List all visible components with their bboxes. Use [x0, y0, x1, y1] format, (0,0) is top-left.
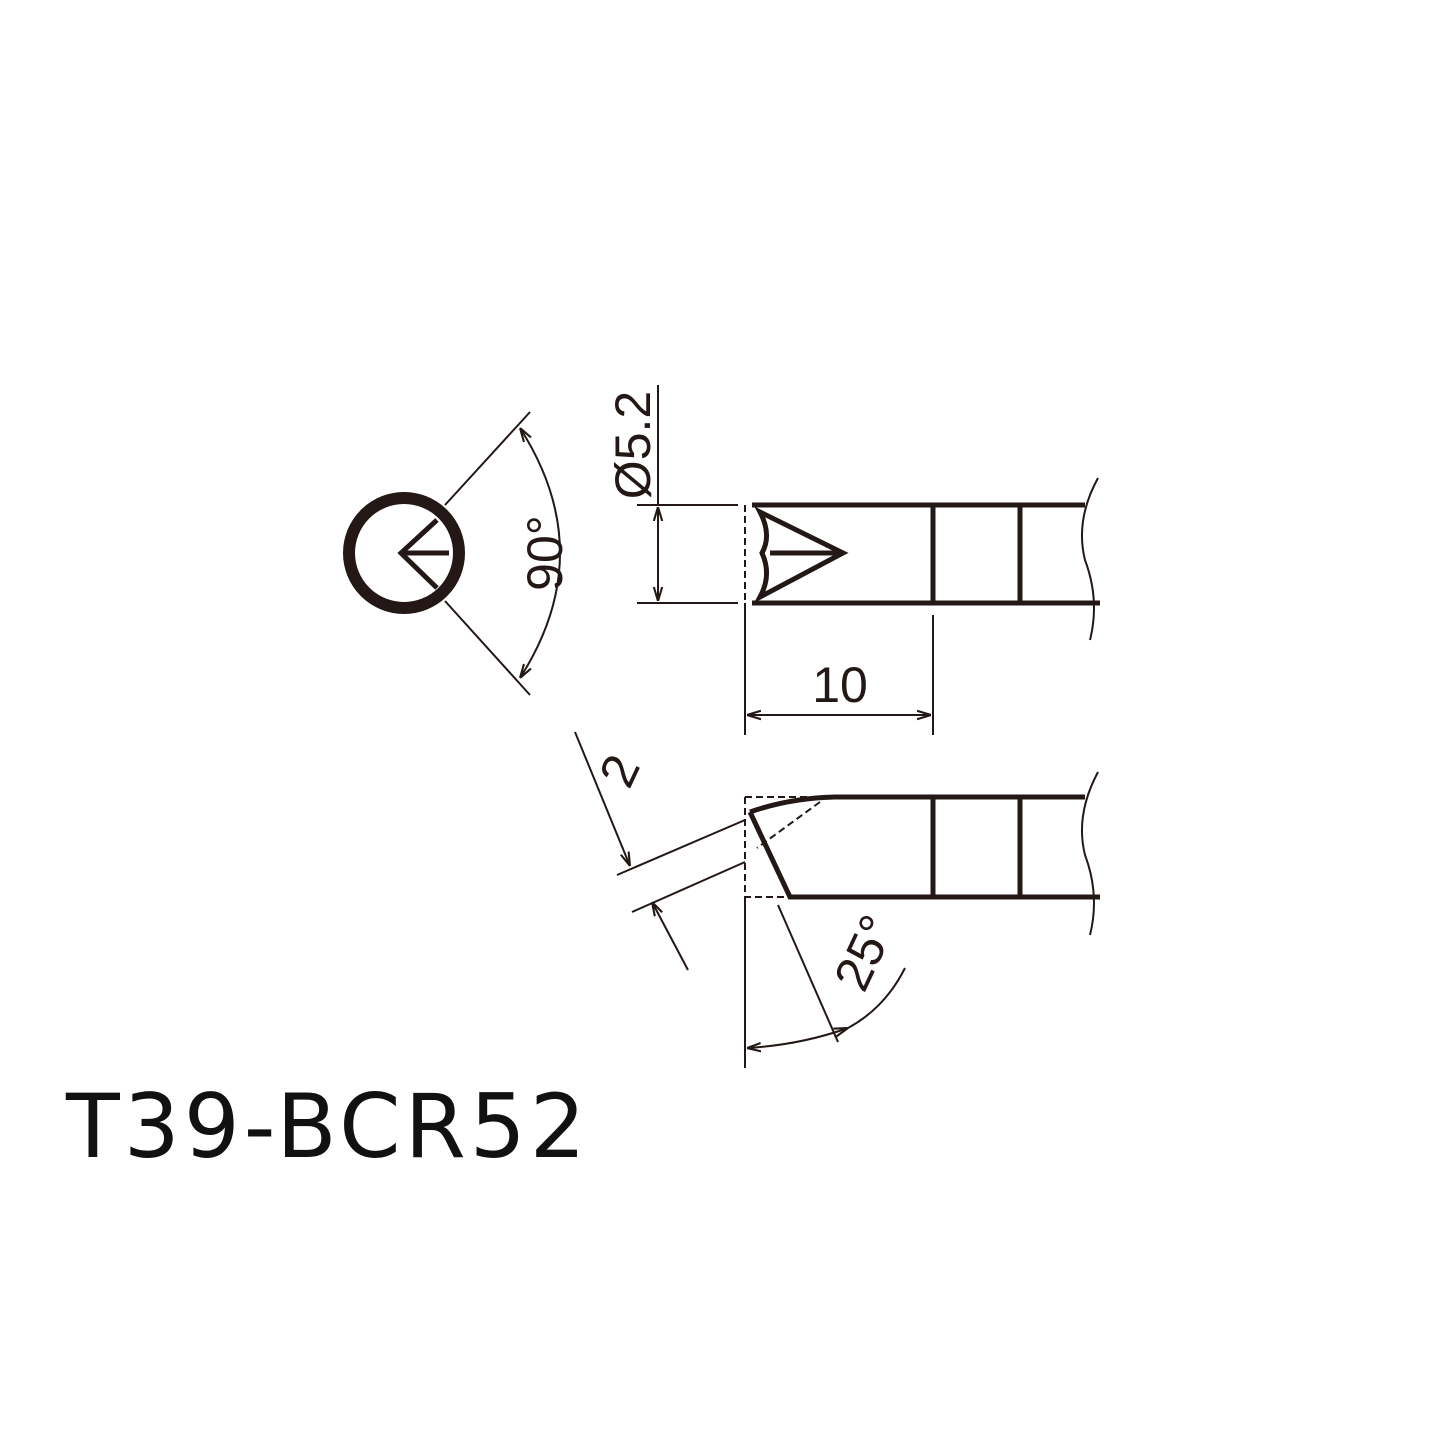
bevel-angle-label: 25° — [823, 907, 906, 999]
bevel-width-dimension — [652, 902, 689, 971]
angle-90-arc — [520, 428, 561, 678]
model-title: T39-BCR52 — [66, 1075, 590, 1178]
bevel-angle-arc — [747, 1028, 848, 1048]
top-view: Ø5.2 10 — [605, 385, 1100, 735]
tip-end-v-mark — [397, 518, 449, 590]
side-view: 2 25° — [574, 731, 1100, 1068]
angle-90-label: 90° — [517, 515, 573, 591]
diameter-label: Ø5.2 — [605, 391, 661, 499]
end-view: 90° — [343, 411, 573, 696]
tip-end-circle — [343, 492, 465, 614]
length-label: 10 — [812, 657, 868, 713]
